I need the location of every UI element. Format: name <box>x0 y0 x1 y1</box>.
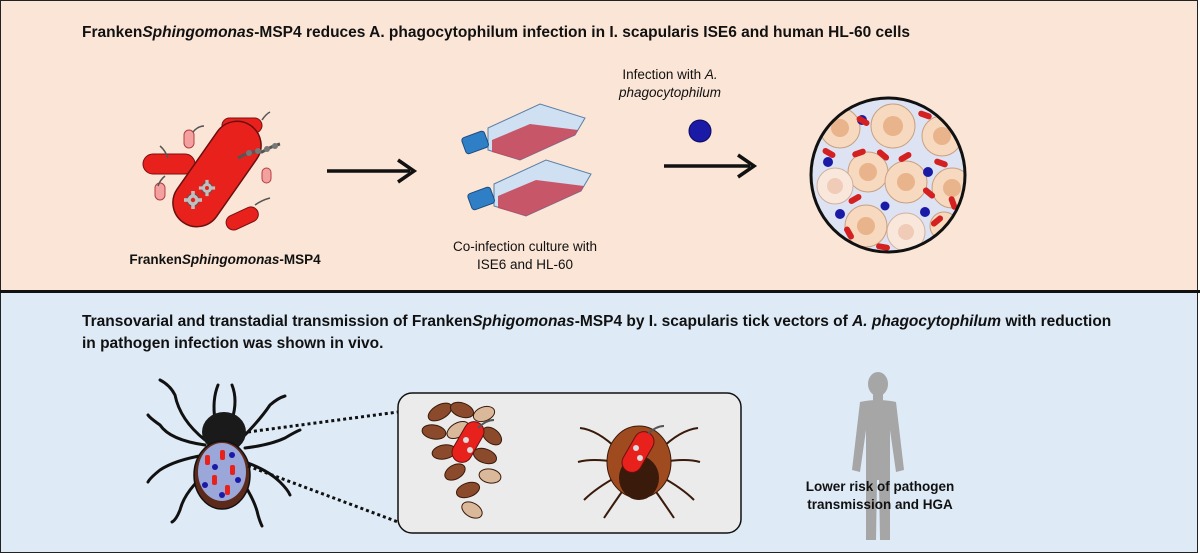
infection-line-1: Infection with A. <box>590 66 750 84</box>
transmission-zoom-box <box>397 392 742 534</box>
anaplasma-pathogen-icon <box>688 119 712 143</box>
coinfection-line-1: Co-infection culture with <box>452 239 598 254</box>
bacteria-label-suffix: -MSP4 <box>279 252 321 267</box>
franken-sphingomonas-bacteria-icon <box>142 111 281 231</box>
bottom-title-mid: -MSP4 by I. scapularis tick vectors of <box>574 313 853 330</box>
bottom-title-prefix: Transovarial and transtadial transmissio… <box>82 313 473 330</box>
bottom-title-suffix: with reduction <box>1001 313 1112 330</box>
arrow-to-culture <box>327 158 418 184</box>
outcome-label: Lower risk of pathogen transmission and … <box>790 478 970 514</box>
top-panel-title: FrankenSphingomonas-MSP4 reduces A. phag… <box>82 22 1182 44</box>
bacteria-label-prefix: Franken <box>129 252 182 267</box>
coinfection-line-2: ISE6 and HL-60 <box>476 257 574 272</box>
arrow-to-cells <box>664 153 758 179</box>
bacteria-label: FrankenSphingomonas-MSP4 <box>115 251 335 269</box>
infection-label: Infection with A. phagocytophilum <box>590 66 750 102</box>
zoom-line-bottom <box>247 464 399 524</box>
tick-eggs-icon <box>421 401 503 519</box>
top-title-prefix: Franken <box>82 24 143 41</box>
outcome-line-2: transmission and HGA <box>807 497 953 512</box>
human-silhouette-icon <box>852 372 904 540</box>
infected-cell-culture-icon <box>809 96 967 254</box>
infected-tick-icon <box>146 378 302 528</box>
infection-line-2: phagocytophilum <box>590 84 750 102</box>
bottom-title-line-2: in pathogen infection was shown in vivo. <box>82 335 384 352</box>
zoom-line-top <box>247 410 399 434</box>
bottom-title-italic-2: A. phagocytophilum <box>852 313 1002 330</box>
infection-line-1-prefix: Infection with <box>622 67 705 82</box>
bacteria-label-italic: Sphingomonas <box>181 252 280 267</box>
bottom-panel-title: Transovarial and transtadial transmissio… <box>82 311 1192 355</box>
bottom-title-italic-1: Sphigomonas <box>472 313 575 330</box>
top-title-italic: Sphingomonas <box>142 24 255 41</box>
coinfection-label: Co-infection culture with ISE6 and HL-60 <box>430 238 620 274</box>
infection-line-1-italic: A. <box>704 67 718 82</box>
top-title-suffix: -MSP4 reduces A. phagocytophilum infecti… <box>254 24 911 41</box>
in-vitro-panel <box>0 0 1198 292</box>
panel-divider <box>0 290 1200 293</box>
culture-flasks-icon <box>461 103 592 217</box>
infection-line-2-italic: phagocytophilum <box>618 85 722 100</box>
outcome-line-1: Lower risk of pathogen <box>805 479 955 494</box>
bottom-title-line-1: Transovarial and transtadial transmissio… <box>82 311 1192 333</box>
tick-larva-icon <box>577 425 701 519</box>
